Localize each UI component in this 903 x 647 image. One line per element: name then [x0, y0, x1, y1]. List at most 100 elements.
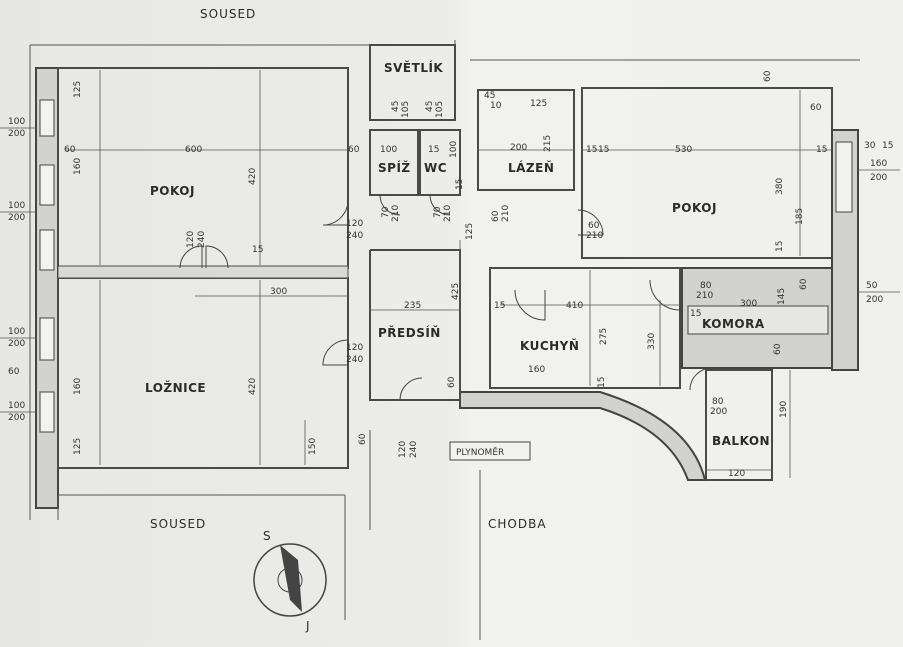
- dim-label: 125: [73, 438, 83, 455]
- dim-label: 210: [443, 205, 453, 222]
- dim-label: 200: [8, 213, 25, 223]
- compass: S J: [253, 529, 327, 633]
- loznice-room: [57, 277, 349, 469]
- dim-label: 100: [8, 401, 25, 411]
- dim-label: 100: [8, 201, 25, 211]
- komora-label: KOMORA: [702, 317, 765, 331]
- dim-label: 210: [391, 205, 401, 222]
- dim-label: 200: [870, 173, 887, 183]
- left-exterior-wall: [35, 67, 59, 509]
- dim-label: 300: [270, 287, 287, 297]
- dim-label: 100: [8, 327, 25, 337]
- spiz-label: SPÍŽ: [378, 160, 411, 175]
- dim-label: 410: [566, 301, 583, 311]
- dim-label: 235: [404, 301, 421, 311]
- dim-label: 145: [777, 288, 787, 305]
- dim-label: 60: [447, 376, 457, 388]
- dim-label: 425: [451, 283, 461, 300]
- dim-label: 240: [346, 231, 363, 241]
- dim-label: 100: [449, 141, 459, 158]
- soused-bottom-label: SOUSED: [150, 517, 206, 531]
- dim-label: 15: [494, 301, 505, 311]
- wc-room: [419, 129, 461, 196]
- dim-label: 60: [773, 343, 783, 355]
- dim-label: 300: [740, 299, 757, 309]
- wc-label: WC: [424, 161, 447, 175]
- dim-label: 70: [381, 206, 391, 218]
- predsin-label: PŘEDSÍŇ: [378, 325, 441, 340]
- plynomer-box: [449, 441, 531, 461]
- dim-label: 125: [73, 81, 83, 98]
- dim-label: 200: [710, 407, 727, 417]
- dim-label: 210: [696, 291, 713, 301]
- dim-label: 50: [866, 281, 878, 291]
- lazen-label: LÁZEŇ: [508, 160, 554, 175]
- compass-needle-icon: [280, 545, 302, 612]
- pokoj-left-label: POKOJ: [150, 184, 195, 198]
- dim-label: 120: [346, 343, 363, 353]
- svetlik-label: SVĚTLÍK: [384, 60, 443, 75]
- dim-label: 60: [491, 210, 501, 222]
- dim-label: 15: [455, 179, 465, 190]
- dim-label: 60: [588, 221, 600, 231]
- dim-label: 100: [8, 117, 25, 127]
- dim-label: 240: [409, 441, 419, 458]
- balkon-label: BALKON: [712, 434, 770, 448]
- dim-label: 15: [816, 145, 827, 155]
- dim-label: 15: [428, 145, 439, 155]
- spiz-room: [369, 129, 419, 196]
- dim-label: 30: [864, 141, 876, 151]
- chodba-label: CHODBA: [488, 517, 547, 531]
- dim-label: 15: [252, 245, 263, 255]
- outer-walls: [29, 40, 860, 520]
- dim-label: 105: [435, 101, 445, 118]
- dim-label: 45: [484, 91, 495, 101]
- dim-label: 10: [490, 101, 502, 111]
- dim-label: 200: [8, 413, 25, 423]
- plynomer-label: PLYNOMĚR: [456, 446, 504, 458]
- dimension-labels: 125 160 600 420 60 60 100 200 100 200 10…: [8, 70, 893, 479]
- dim-label: 15: [690, 309, 701, 319]
- dim-label: 15: [597, 377, 607, 388]
- dim-label: 215: [543, 135, 553, 152]
- dim-label: 80: [712, 397, 724, 407]
- dim-label: 120: [346, 219, 363, 229]
- dim-label: 15: [598, 145, 609, 155]
- dim-label: 200: [866, 295, 883, 305]
- dim-label: 200: [8, 339, 25, 349]
- dim-label: 60: [763, 70, 773, 82]
- balkon-room: [705, 369, 773, 481]
- dim-label: 530: [675, 145, 692, 155]
- dim-label: 105: [401, 101, 411, 118]
- dim-label: 160: [73, 378, 83, 395]
- dim-label: 240: [197, 231, 207, 248]
- curved-wall: [459, 391, 707, 481]
- dim-label: 60: [8, 367, 20, 377]
- dim-label: 125: [530, 99, 547, 109]
- dim-label: 45: [425, 101, 435, 112]
- dim-label: 240: [346, 355, 363, 365]
- dim-label: 185: [795, 208, 805, 225]
- dim-label: 150: [308, 438, 318, 455]
- svetlik-room: [369, 44, 456, 121]
- dim-label: 15: [586, 145, 597, 155]
- dim-label: 160: [870, 159, 887, 169]
- dim-label: 15: [882, 141, 893, 151]
- dim-label: 600: [185, 145, 202, 155]
- dim-label: 200: [510, 143, 527, 153]
- dim-label: 60: [810, 103, 822, 113]
- dim-label: 190: [779, 401, 789, 418]
- dim-label: 420: [248, 378, 258, 395]
- dim-label: 210: [586, 231, 603, 241]
- dim-label: 60: [358, 433, 368, 445]
- dimension-lines: [0, 70, 900, 478]
- kuchyn-label: KUCHYŇ: [520, 338, 579, 353]
- dim-label: 100: [380, 145, 397, 155]
- dim-label: 275: [599, 328, 609, 345]
- dim-label: 120: [398, 441, 408, 458]
- dim-label: 210: [501, 205, 511, 222]
- pokoj-right-room: [581, 87, 833, 259]
- dim-label: 60: [348, 145, 360, 155]
- dim-label: 160: [528, 365, 545, 375]
